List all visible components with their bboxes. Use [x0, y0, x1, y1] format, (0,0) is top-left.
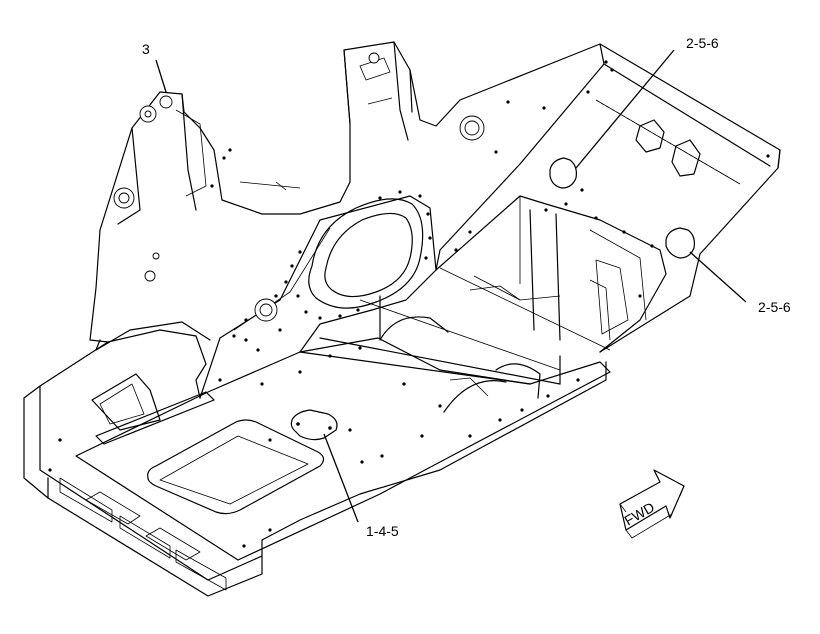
cover-plate-top [549, 157, 577, 189]
callout-3: 3 [142, 41, 150, 57]
main-frame [23, 41, 781, 597]
callout-1-4-5: 1-4-5 [366, 523, 399, 539]
leader-lines [155, 49, 747, 523]
fwd-label: FWD [622, 499, 658, 529]
callout-2-5-6-top: 2-5-6 [686, 35, 719, 51]
callout-2-5-6-right: 2-5-6 [758, 299, 791, 315]
fwd-direction-arrow: FWD [619, 469, 685, 539]
cover-plate-right [665, 227, 695, 259]
mounting-holes [113, 52, 485, 322]
cover-plate-deck [290, 409, 338, 441]
bolt-dots [48, 60, 770, 548]
